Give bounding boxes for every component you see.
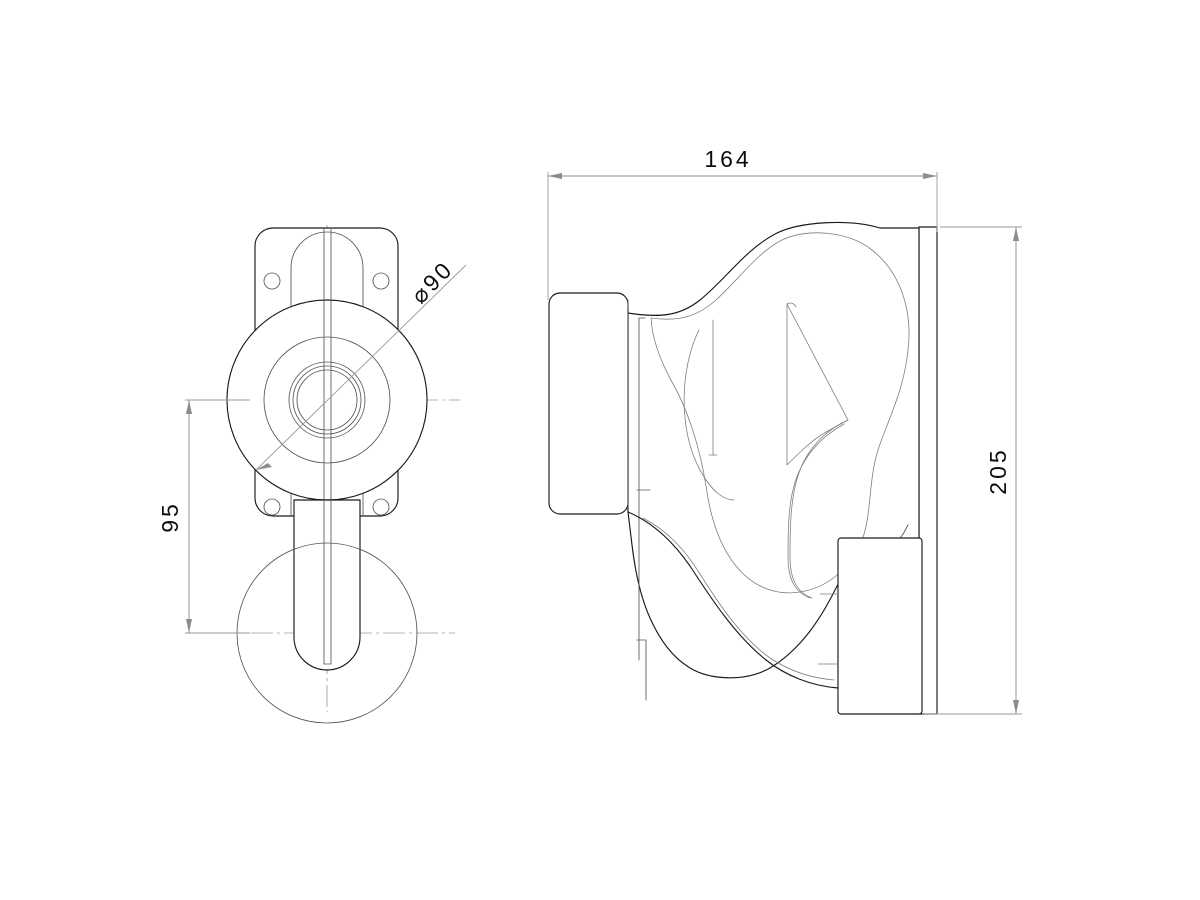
dim164-arrow-right — [923, 173, 937, 179]
spout-throat-arc — [683, 329, 735, 501]
dim90-label-group: ⌀ 90 — [406, 255, 458, 308]
cartridge-ring-outer — [288, 361, 366, 439]
outlet-block — [837, 537, 923, 715]
screw-hole-top-right — [372, 272, 390, 290]
dim205-arrow-top — [1013, 227, 1019, 241]
screw-hole-bottom-left — [263, 498, 281, 516]
dim90-leader-line — [255, 264, 467, 471]
dim164-label: 164 — [704, 146, 751, 172]
lower-body-flare — [627, 511, 839, 689]
dim164-arrow-left — [548, 173, 562, 179]
side-view-group — [548, 221, 1017, 715]
dimension-205: 205 — [924, 226, 1022, 715]
lever-s-curve-inner — [787, 423, 845, 599]
dimension-164: 164 — [547, 146, 938, 300]
escutcheon-outer-circle — [226, 299, 428, 501]
dim205-label: 205 — [985, 447, 1011, 494]
lever-arrow-tip-fillet — [786, 302, 797, 308]
dimension-95: 95 — [157, 399, 250, 634]
dim205-arrow-bottom — [1013, 700, 1019, 714]
body-interior-silhouette — [650, 232, 910, 594]
screw-hole-bottom-right — [372, 498, 390, 516]
side-handle-cap — [548, 292, 629, 515]
dim95-arrow-top — [186, 400, 192, 414]
dim95-arrow-bottom — [186, 619, 192, 633]
lever-s-curve — [789, 419, 849, 599]
lower-body-flare-inner — [642, 517, 835, 681]
lever-stem — [293, 499, 361, 671]
cartridge-ring-inner — [296, 369, 358, 431]
dim90-arrow — [256, 463, 272, 470]
mounting-boss — [290, 231, 364, 517]
escutcheon-middle-circle — [263, 336, 391, 464]
screw-hole-top-left — [263, 272, 281, 290]
collar-step-lower — [636, 639, 647, 701]
cartridge-ring-middle — [292, 365, 362, 435]
dim95-label: 95 — [157, 501, 183, 533]
